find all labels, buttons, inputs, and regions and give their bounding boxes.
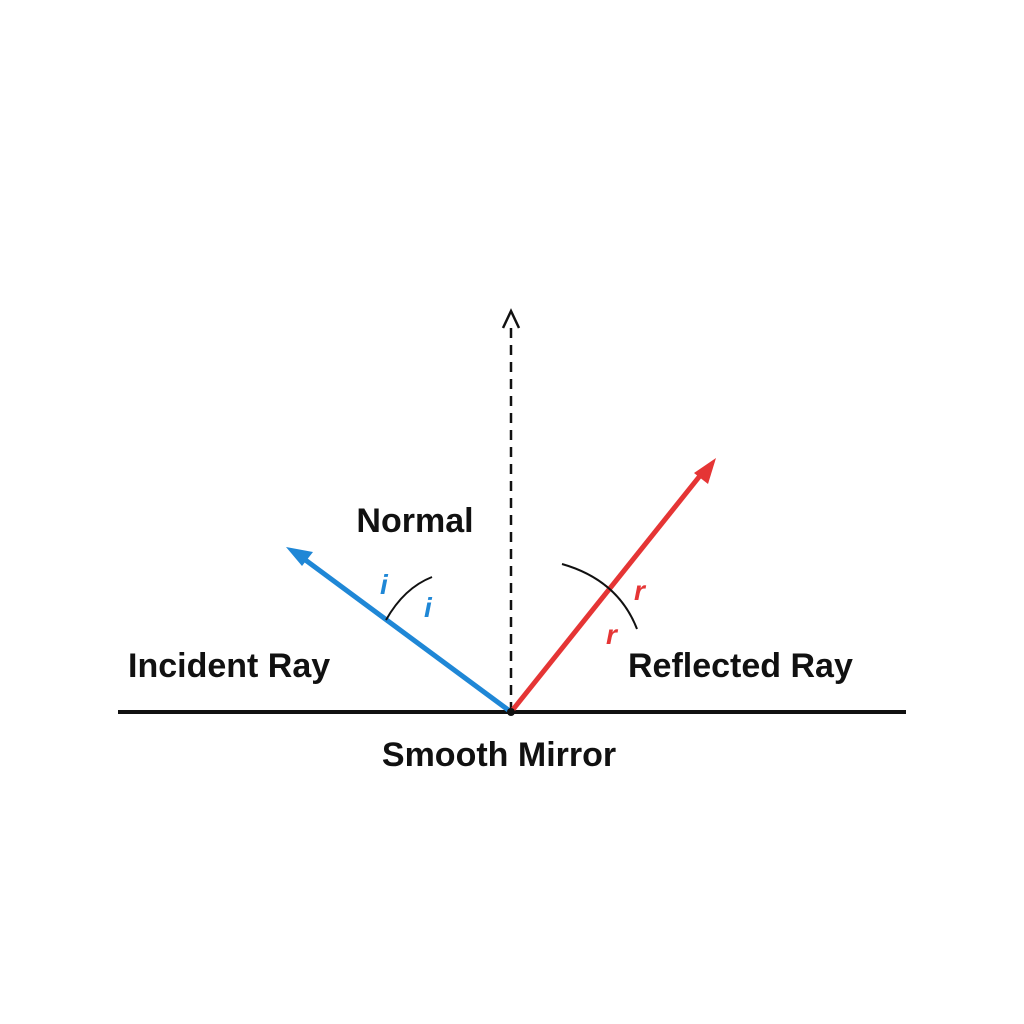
incident-ray-label: Incident Ray <box>128 647 330 685</box>
reflected-arrowhead <box>694 458 716 484</box>
incident-ray <box>298 553 513 715</box>
incidence-angle-label-inner: i <box>424 592 433 623</box>
normal-label: Normal <box>356 502 473 540</box>
reflected-ray-label: Reflected Ray <box>628 647 853 685</box>
reflected-ray <box>509 470 705 714</box>
incidence-angle-label-outer: i <box>380 569 389 600</box>
incidence-angle-arc <box>385 576 433 621</box>
incident-arrowhead <box>286 547 313 566</box>
point-of-incidence <box>507 708 515 716</box>
reflection-angle-arc <box>561 563 638 630</box>
mirror-label: Smooth Mirror <box>382 736 616 774</box>
reflection-angle-label-outer: r <box>634 575 647 606</box>
reflection-angle-label-inner: r <box>606 619 619 650</box>
normal-arrowhead <box>501 308 521 329</box>
